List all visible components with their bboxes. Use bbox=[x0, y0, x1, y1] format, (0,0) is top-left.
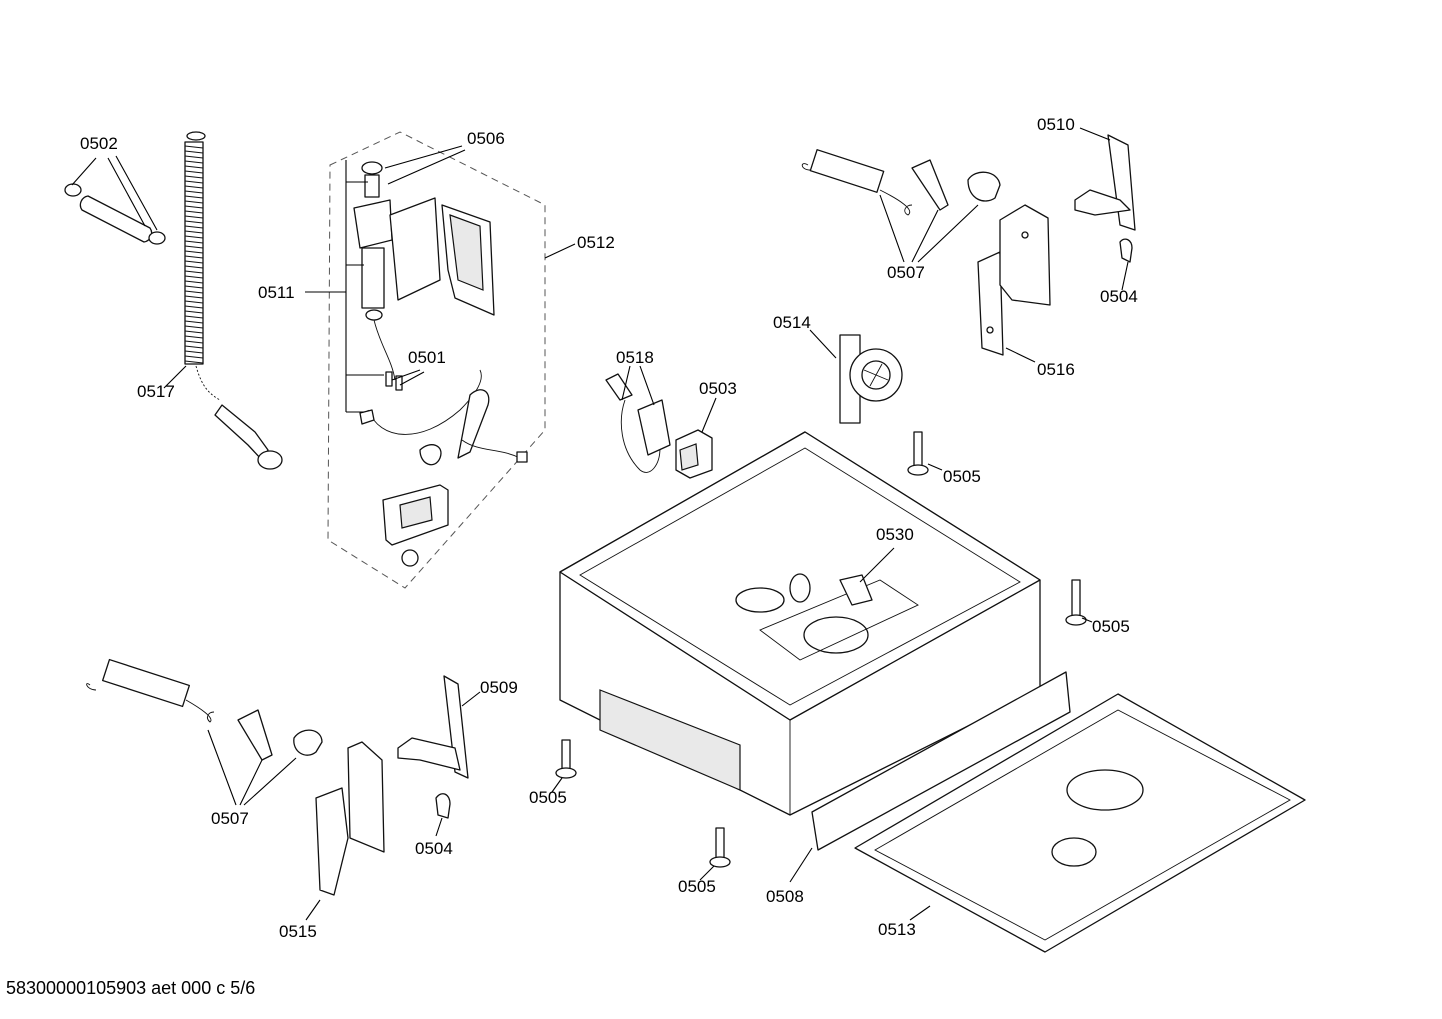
label-0508: 0508 bbox=[766, 887, 804, 906]
label-0530: 0530 bbox=[876, 525, 914, 544]
part-0514-pump bbox=[839, 334, 903, 424]
label-0512: 0512 bbox=[577, 233, 615, 252]
part-0507-bottom-spring-set bbox=[86, 658, 323, 761]
label-0507-top: 0507 bbox=[887, 263, 925, 282]
part-0509-bracket bbox=[397, 675, 469, 779]
label-0516: 0516 bbox=[1037, 360, 1075, 379]
base-tub bbox=[559, 431, 1041, 816]
part-0517-drain-hose bbox=[184, 131, 283, 470]
part-0508-panel-strip bbox=[811, 671, 1071, 851]
label-0511: 0511 bbox=[258, 283, 295, 302]
part-0503-connector bbox=[675, 429, 713, 479]
part-0504-clip bbox=[435, 793, 451, 819]
part-0502-tube-with-clamps bbox=[64, 183, 166, 245]
label-0505-a: 0505 bbox=[943, 467, 981, 486]
part-0513-base-plate bbox=[854, 693, 1306, 953]
part-0510-bracket bbox=[1074, 134, 1136, 263]
label-0503: 0503 bbox=[699, 379, 737, 398]
label-0514: 0514 bbox=[773, 313, 811, 332]
part-0515-side-bracket bbox=[315, 741, 385, 896]
label-0517: 0517 bbox=[137, 382, 175, 401]
label-0502: 0502 bbox=[80, 134, 118, 153]
part-0516-side-bracket bbox=[977, 204, 1051, 356]
label-0505-b: 0505 bbox=[1092, 617, 1130, 636]
label-0506: 0506 bbox=[467, 129, 505, 148]
label-0504-top: 0504 bbox=[1100, 287, 1138, 306]
part-0512-inlet-assembly-group bbox=[327, 131, 546, 589]
part-labels: 0502 0506 0512 0511 0501 0517 0510 0507 … bbox=[80, 115, 1138, 941]
label-0510: 0510 bbox=[1037, 115, 1075, 134]
label-0505-c: 0505 bbox=[529, 788, 567, 807]
label-0509: 0509 bbox=[480, 678, 518, 697]
label-0518: 0518 bbox=[616, 348, 654, 367]
label-0507-bottom: 0507 bbox=[211, 809, 249, 828]
label-0504-bottom: 0504 bbox=[415, 839, 453, 858]
label-0513: 0513 bbox=[878, 920, 916, 939]
label-0505-d: 0505 bbox=[678, 877, 716, 896]
leader-lines bbox=[71, 127, 1129, 921]
part-0518-sensor bbox=[605, 373, 671, 473]
part-0507-top-spring-set bbox=[801, 149, 1001, 216]
label-0501: 0501 bbox=[408, 348, 446, 367]
label-0515: 0515 bbox=[279, 922, 317, 941]
document-code: 58300000105903 aet 000 c 5/6 bbox=[6, 978, 256, 998]
